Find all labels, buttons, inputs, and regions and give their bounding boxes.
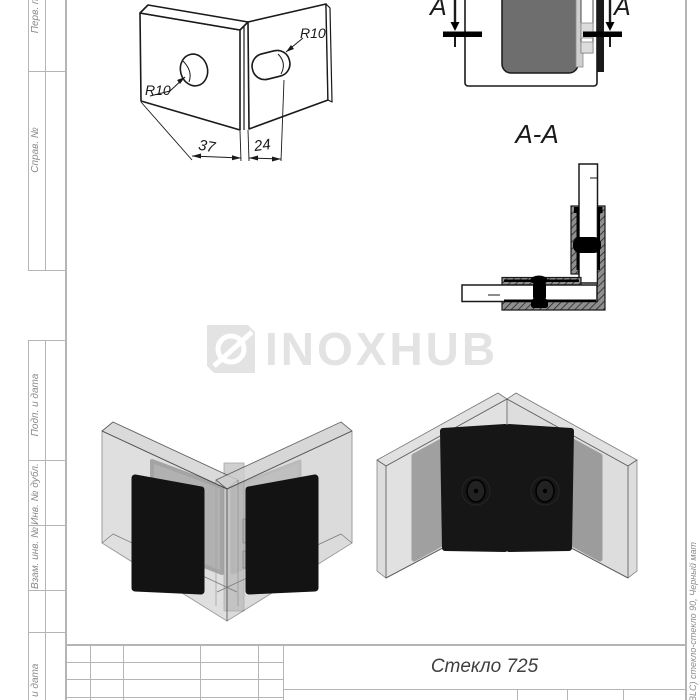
front-clamp-square — [501, 0, 579, 74]
frame-line — [45, 340, 47, 700]
section-glass-horizontal — [461, 284, 598, 303]
bracket-hole-right — [251, 49, 291, 81]
side-label-sprav-no: Справ. № — [30, 127, 41, 173]
dim-label-37: 37 — [197, 137, 217, 157]
frame-line — [45, 0, 47, 270]
side-label-vzam-inv-no: Взам. инв. № — [30, 527, 41, 589]
clamp-left — [131, 474, 205, 595]
bracket-hole-left — [179, 53, 209, 87]
section-glass-vertical — [578, 163, 599, 284]
title-block-line — [200, 644, 202, 700]
cut-label-right: A — [612, 0, 631, 21]
view-section-aa — [461, 163, 606, 311]
view-front-cut: A A — [428, 0, 631, 87]
view-3d-inner-corner — [376, 392, 638, 579]
title-block-line — [567, 689, 569, 700]
view-3d-outer-corner — [101, 421, 353, 622]
part-name: Стекло 725 — [430, 656, 539, 677]
title-block-line — [65, 662, 283, 664]
section-screw-horizontal — [573, 237, 601, 253]
radius-label-left: R10 — [145, 82, 171, 98]
frame-line — [28, 0, 30, 270]
radius-label-right: R10 — [300, 25, 326, 41]
cut-label-left: A — [428, 0, 447, 21]
title-block-line — [90, 644, 92, 700]
dim-label-24: 24 — [252, 136, 272, 155]
frame-line — [28, 270, 66, 272]
frame-line — [685, 0, 687, 700]
frame-line — [65, 0, 67, 700]
frame-line — [28, 340, 66, 342]
glass-left-band — [376, 459, 387, 579]
side-label-perv-primen: Перв. примен. — [30, 0, 41, 34]
bracket-right-plate-edge — [325, 3, 333, 103]
title-block-line — [283, 644, 285, 700]
title-block-line — [123, 644, 125, 700]
bracket-right-plate — [247, 3, 329, 130]
title-block-line — [517, 689, 519, 700]
side-label-podp-i-data-2: Подп. и дата — [30, 663, 41, 700]
title-block-line — [65, 679, 283, 681]
glass-right-band — [627, 459, 638, 579]
frame-line — [28, 525, 66, 527]
section-view-title: A-A — [513, 119, 558, 149]
watermark-brand: INOXHUB — [265, 323, 499, 375]
frame-line — [28, 340, 30, 700]
watermark: INOXHUB — [205, 322, 498, 376]
section-screw-vertical — [533, 280, 546, 302]
view-iso-bracket: R10 R10 37 24 — [139, 3, 333, 162]
title-block-line — [283, 689, 686, 691]
title-block-line — [258, 644, 260, 700]
inoxhub-logo-icon — [207, 325, 255, 373]
frame-line — [28, 632, 66, 634]
clamp-right — [245, 474, 319, 595]
frame-line — [28, 460, 66, 462]
frame-line — [28, 590, 66, 592]
title-block-side-note: BLC) стекло-стекло 90, Черный мат — [688, 541, 698, 700]
frame-line — [28, 71, 66, 73]
title-block-line — [65, 697, 283, 699]
title-block-line — [65, 644, 686, 646]
title-block-line — [623, 689, 625, 700]
